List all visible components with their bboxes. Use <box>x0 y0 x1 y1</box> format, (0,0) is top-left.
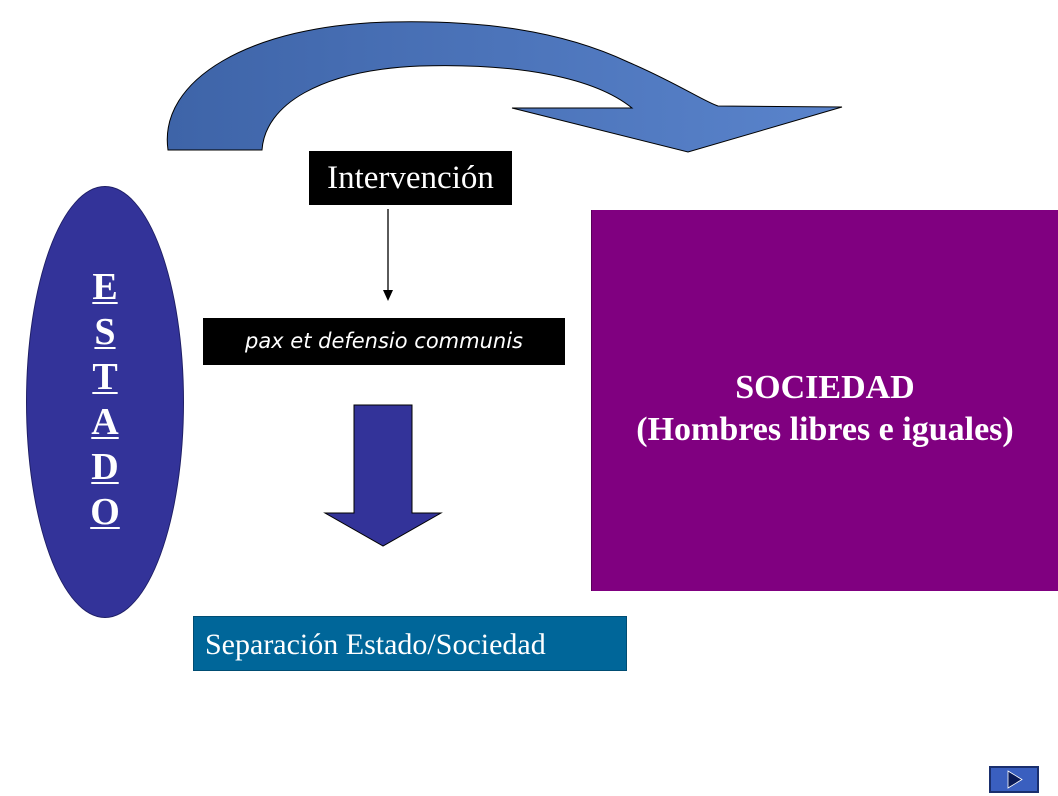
estado-ellipse <box>26 186 184 618</box>
sociedad-box: SOCIEDAD (Hombres libres e iguales) <box>591 210 1058 591</box>
sociedad-subtitle: (Hombres libres e iguales) <box>636 410 1014 448</box>
next-slide-button[interactable] <box>989 766 1039 793</box>
separacion-label: Separación Estado/Sociedad <box>193 616 627 671</box>
next-slide-icon <box>1007 770 1023 789</box>
estado-letter: E <box>92 266 118 308</box>
estado-letter: S <box>94 311 116 353</box>
curved-arrow-icon <box>166 21 843 153</box>
estado-letter: A <box>91 401 119 443</box>
estado-label: E S T A D O <box>26 265 184 535</box>
estado-letter: T <box>92 356 118 398</box>
pax-label: pax et defensio communis <box>203 318 565 365</box>
estado-letter: D <box>91 446 119 488</box>
estado-letter: O <box>90 491 120 533</box>
intervencion-label: Intervención <box>309 151 512 205</box>
sociedad-title: SOCIEDAD <box>735 368 915 406</box>
